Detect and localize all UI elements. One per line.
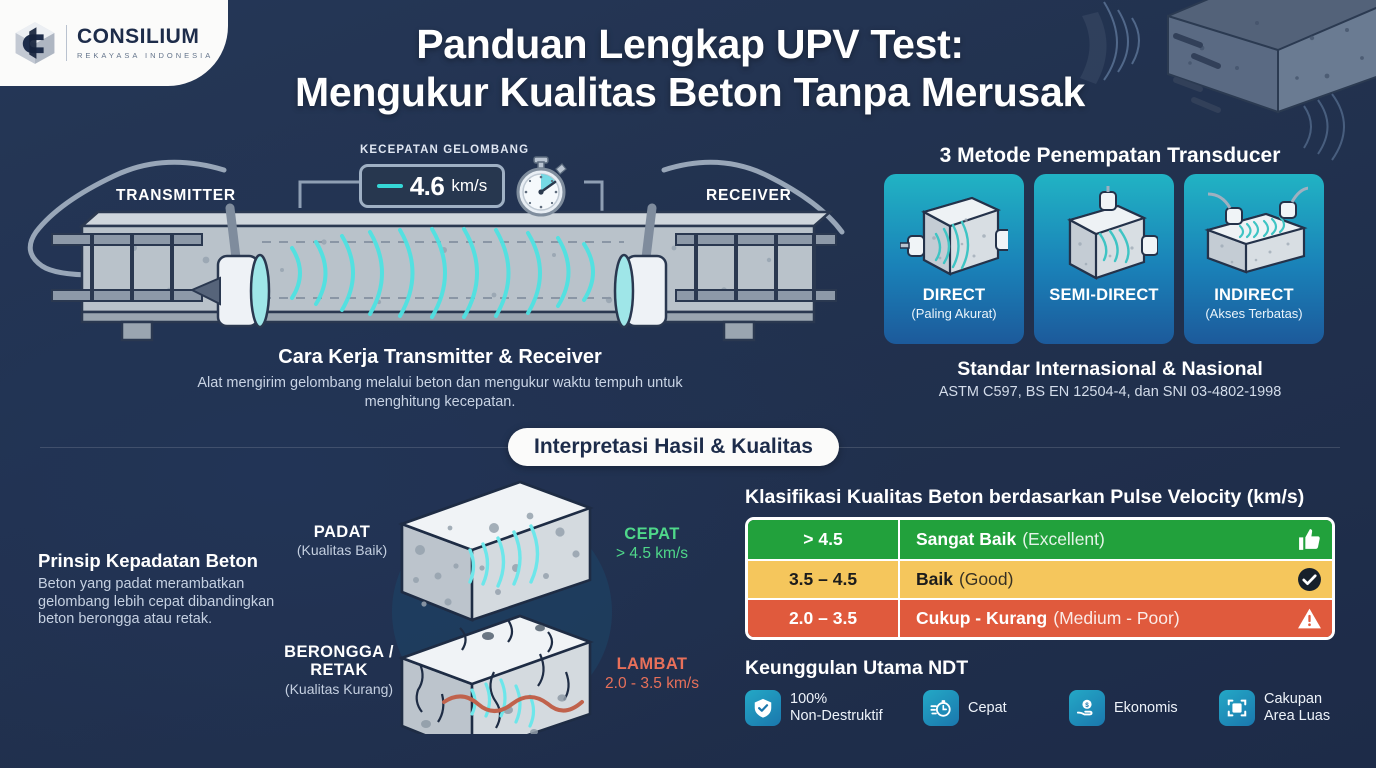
caption-body: Alat mengirim gelombang melalui beton da… xyxy=(197,375,683,410)
slow-title: LAMBAT xyxy=(616,655,688,673)
method-name: SEMI-DIRECT xyxy=(1049,286,1159,304)
method-card-indirect[interactable]: INDIRECT (Akses Terbatas) xyxy=(1184,174,1324,344)
transmitter-label: TRANSMITTER xyxy=(116,187,236,204)
brand-name: CONSILIUM xyxy=(77,25,200,48)
ndt-line1: 100% xyxy=(790,691,828,708)
standards-body: ASTM C597, BS EN 12504-4, dan SNI 03-480… xyxy=(938,384,1282,400)
row-label: Sangat Baik xyxy=(916,529,1017,549)
beam-transducer-schematic xyxy=(27,159,845,342)
classification-table: > 4.5 Sangat Baik (Excellent) 3.5 – 4.5 … xyxy=(745,517,1335,640)
speed-dash-icon xyxy=(376,184,403,188)
ndt-line2: Area Luas xyxy=(1264,708,1331,724)
method-name: DIRECT xyxy=(922,286,986,304)
scan-area-icon xyxy=(1219,690,1255,726)
diagram-caption: Cara Kerja Transmitter & Receiver Alat m… xyxy=(180,346,700,411)
ndt-line1: Ekonomis xyxy=(1114,699,1178,716)
title-line-2: Mengukur Kualitas Beton Tanpa Merusak xyxy=(294,69,1086,116)
ndt-item-economical: $ Ekonomis xyxy=(1069,690,1219,726)
standards-title: Standar Internasional & Nasional xyxy=(957,358,1263,380)
row-range: 2.0 – 3.5 xyxy=(748,600,900,637)
principle-body: Beton yang padat merambatkan gelombang l… xyxy=(38,576,275,628)
methods-card-row: DIRECT (Paling Akurat) SEMI-DIRECT xyxy=(884,174,1336,344)
ndt-advantages-row: 100% Non-Destruktif Cepat xyxy=(745,690,1345,726)
label-fast-velocity: CEPAT > 4.5 km/s xyxy=(592,525,712,563)
speed-readout: 4.6 km/s xyxy=(359,164,505,208)
brand-logo-plate: CONSILIUM REKAYASA INDONESIA xyxy=(0,0,228,86)
speed-caption: KECEPATAN GELOMBANG xyxy=(360,144,530,156)
slow-value: 2.0 - 3.5 km/s xyxy=(605,675,699,692)
ndt-item-non-destructive: 100% Non-Destruktif xyxy=(745,690,923,726)
dense-title: PADAT xyxy=(313,523,371,541)
speed-value: 4.6 xyxy=(409,170,445,201)
thumbs-up-icon xyxy=(1286,520,1332,559)
principle-block: Prinsip Kepadatan Beton Beton yang padat… xyxy=(38,550,288,629)
standards-block: Standar Internasional & Nasional ASTM C5… xyxy=(884,358,1336,400)
row-label-en: (Excellent) xyxy=(1022,529,1105,549)
ndt-item-fast: Cepat xyxy=(923,690,1069,726)
check-circle-icon xyxy=(1286,561,1332,598)
classification-title: Klasifikasi Kualitas Beton berdasarkan P… xyxy=(745,486,1305,508)
warning-triangle-icon xyxy=(1286,600,1332,637)
fast-title: CEPAT xyxy=(624,525,680,543)
label-porous-block: BERONGGA / RETAK (Kualitas Kurang) xyxy=(256,643,422,697)
receiver-label: RECEIVER xyxy=(706,187,792,204)
caption-title: Cara Kerja Transmitter & Receiver xyxy=(278,346,602,368)
row-label: Cukup - Kurang xyxy=(916,608,1048,628)
section-pill-label: Interpretasi Hasil & Kualitas xyxy=(534,435,813,458)
methods-title: 3 Metode Penempatan Transducer xyxy=(939,144,1281,167)
method-note: (Paling Akurat) xyxy=(911,306,997,321)
speed-unit: km/s xyxy=(451,176,488,195)
brand-tagline: REKAYASA INDONESIA xyxy=(77,51,214,60)
logo-divider xyxy=(66,25,67,61)
upv-test-diagram: TRANSMITTER RECEIVER xyxy=(24,130,864,350)
table-row: > 4.5 Sangat Baik (Excellent) xyxy=(748,520,1332,559)
label-slow-velocity: LAMBAT 2.0 - 3.5 km/s xyxy=(588,655,716,693)
fast-value: > 4.5 km/s xyxy=(616,545,688,562)
row-range: > 4.5 xyxy=(748,520,900,559)
method-note: (Akses Terbatas) xyxy=(1205,306,1303,321)
stopwatch-icon xyxy=(516,156,567,217)
shield-check-icon xyxy=(745,690,781,726)
ndt-item-coverage: Cakupan Area Luas xyxy=(1219,690,1330,726)
row-label-en: (Medium - Poor) xyxy=(1053,608,1180,628)
title-line-1: Panduan Lengkap UPV Test: xyxy=(416,21,964,67)
porous-title: BERONGGA / RETAK xyxy=(284,643,394,680)
row-label-en: (Good) xyxy=(958,569,1014,589)
dense-note: (Kualitas Baik) xyxy=(296,542,388,559)
speed-stopwatch-icon xyxy=(923,690,959,726)
porous-note: (Kualitas Kurang) xyxy=(284,680,394,697)
ndt-title: Keunggulan Utama NDT xyxy=(745,657,969,679)
ndt-line1: Cepat xyxy=(968,699,1007,716)
page-title: Panduan Lengkap UPV Test: Mengukur Kuali… xyxy=(250,20,1130,117)
row-range: 3.5 – 4.5 xyxy=(748,561,900,598)
section-pill: Interpretasi Hasil & Kualitas xyxy=(508,428,839,466)
label-dense-block: PADAT (Kualitas Baik) xyxy=(262,523,422,558)
consilium-c-cube-logo-icon xyxy=(15,22,55,64)
slab-indirect-icon xyxy=(1204,186,1308,274)
hand-money-icon: $ xyxy=(1069,690,1105,726)
table-row: 2.0 – 3.5 Cukup - Kurang (Medium - Poor) xyxy=(748,598,1332,637)
svg-text:$: $ xyxy=(1085,702,1089,709)
row-label: Baik xyxy=(916,569,953,589)
density-comparison-artwork xyxy=(392,480,612,734)
method-card-direct[interactable]: DIRECT (Paling Akurat) xyxy=(884,174,1024,344)
table-row: 3.5 – 4.5 Baik (Good) xyxy=(748,559,1332,598)
method-name: INDIRECT xyxy=(1214,286,1294,304)
ndt-line2: Non-Destruktif xyxy=(790,708,883,724)
method-card-semi-direct[interactable]: SEMI-DIRECT xyxy=(1034,174,1174,344)
cube-semi-direct-icon xyxy=(1067,186,1158,280)
ndt-line1: Cakupan xyxy=(1264,691,1323,708)
cube-direct-icon xyxy=(900,196,1008,276)
principle-title: Prinsip Kepadatan Beton xyxy=(38,550,258,571)
